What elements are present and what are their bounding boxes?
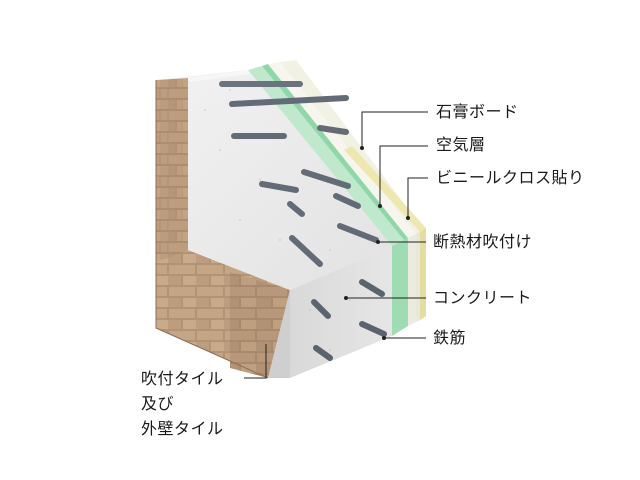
label-air-layer: 空気層: [436, 135, 486, 154]
leader-lines: [244, 111, 428, 379]
label-tile-line-3: 外壁タイル: [141, 419, 224, 438]
leader-gypsum: [361, 111, 428, 148]
label-tile-line-2: 及び: [141, 394, 175, 413]
label-gypsum-board: 石膏ボード: [436, 102, 519, 121]
leader-vinyl: [407, 177, 428, 218]
label-concrete: コンクリート: [433, 288, 533, 307]
label-rebar: 鉄筋: [433, 328, 467, 347]
gypsum-board-layer: [268, 60, 426, 326]
leader-air: [379, 145, 428, 206]
leader-dots: [344, 146, 410, 340]
rebar-grid: [219, 63, 387, 361]
leader-tile: [244, 344, 267, 379]
label-vinyl-cloth: ビニールクロス貼り: [436, 168, 585, 187]
label-tile-line-1: 吹付タイル: [141, 369, 224, 388]
concrete-core: [156, 70, 392, 378]
label-insulation: 断熱材吹付け: [433, 232, 533, 251]
label-exterior-tile: 吹付タイル 及び 外壁タイル: [141, 366, 224, 441]
